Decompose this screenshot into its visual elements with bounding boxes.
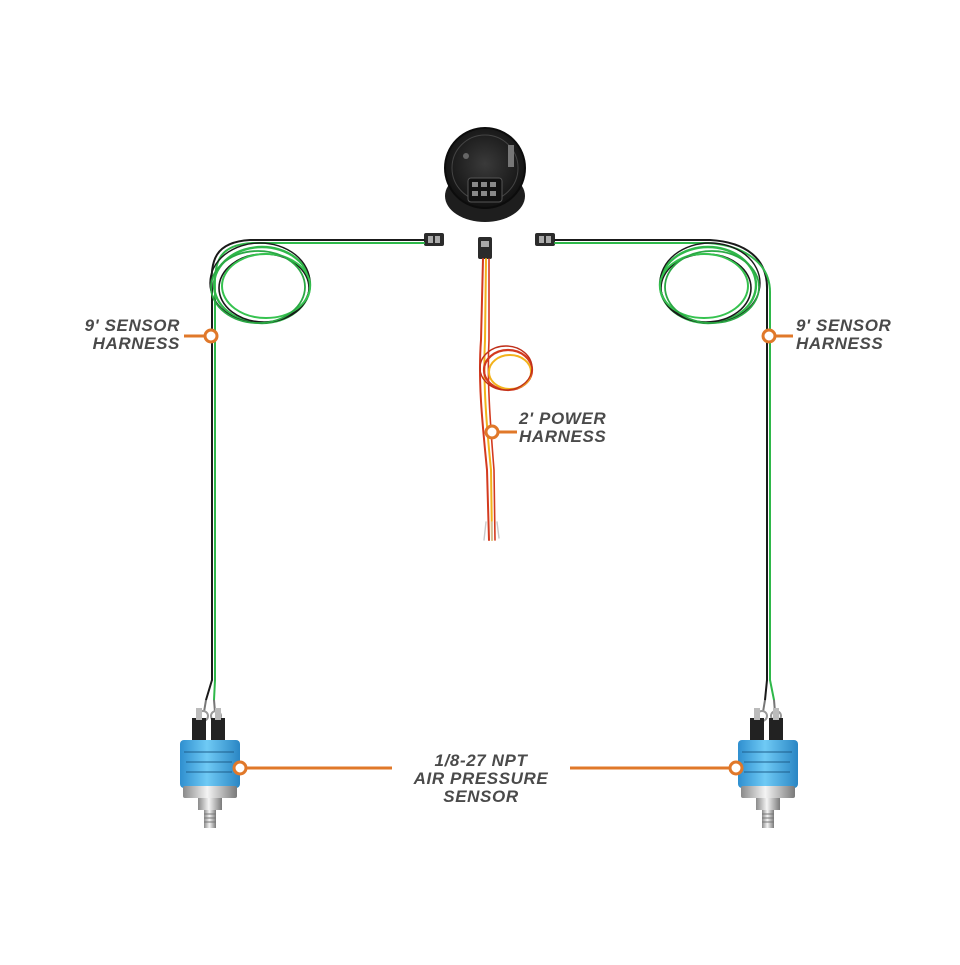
label-line: HARNESS — [92, 334, 180, 353]
label-line: 9' SENSOR — [796, 316, 892, 335]
label-sensor-harness-left: 9' SENSOR HARNESS — [40, 317, 180, 353]
label-air-pressure-sensor: 1/8-27 NPT AIR PRESSURE SENSOR — [395, 752, 567, 806]
label-line: 9' SENSOR — [84, 316, 180, 335]
label-line: SENSOR — [443, 787, 519, 806]
label-power-harness: 2' POWER HARNESS — [519, 410, 639, 446]
power-harness — [478, 258, 534, 541]
sensor-harness-left — [205, 239, 425, 701]
callout-sensor-harness-left — [184, 328, 219, 344]
label-sensor-harness-right: 9' SENSOR HARNESS — [796, 317, 936, 353]
sensor-harness-right — [554, 239, 775, 701]
label-line: AIR PRESSURE — [413, 769, 549, 788]
connector-center — [478, 237, 492, 259]
pressure-sensor-left — [180, 699, 240, 828]
label-line: 2' POWER — [519, 409, 607, 428]
callout-power-harness — [484, 424, 517, 440]
pressure-sensor-right — [738, 699, 798, 828]
callout-sensor-left — [232, 760, 392, 776]
connector-left — [424, 233, 444, 246]
connector-right — [535, 233, 555, 246]
gauge-back-icon — [444, 127, 526, 222]
label-line: HARNESS — [796, 334, 884, 353]
callout-sensor-right — [570, 760, 744, 776]
label-line: 1/8-27 NPT — [434, 751, 528, 770]
label-line: HARNESS — [519, 427, 607, 446]
callout-sensor-harness-right — [761, 328, 793, 344]
